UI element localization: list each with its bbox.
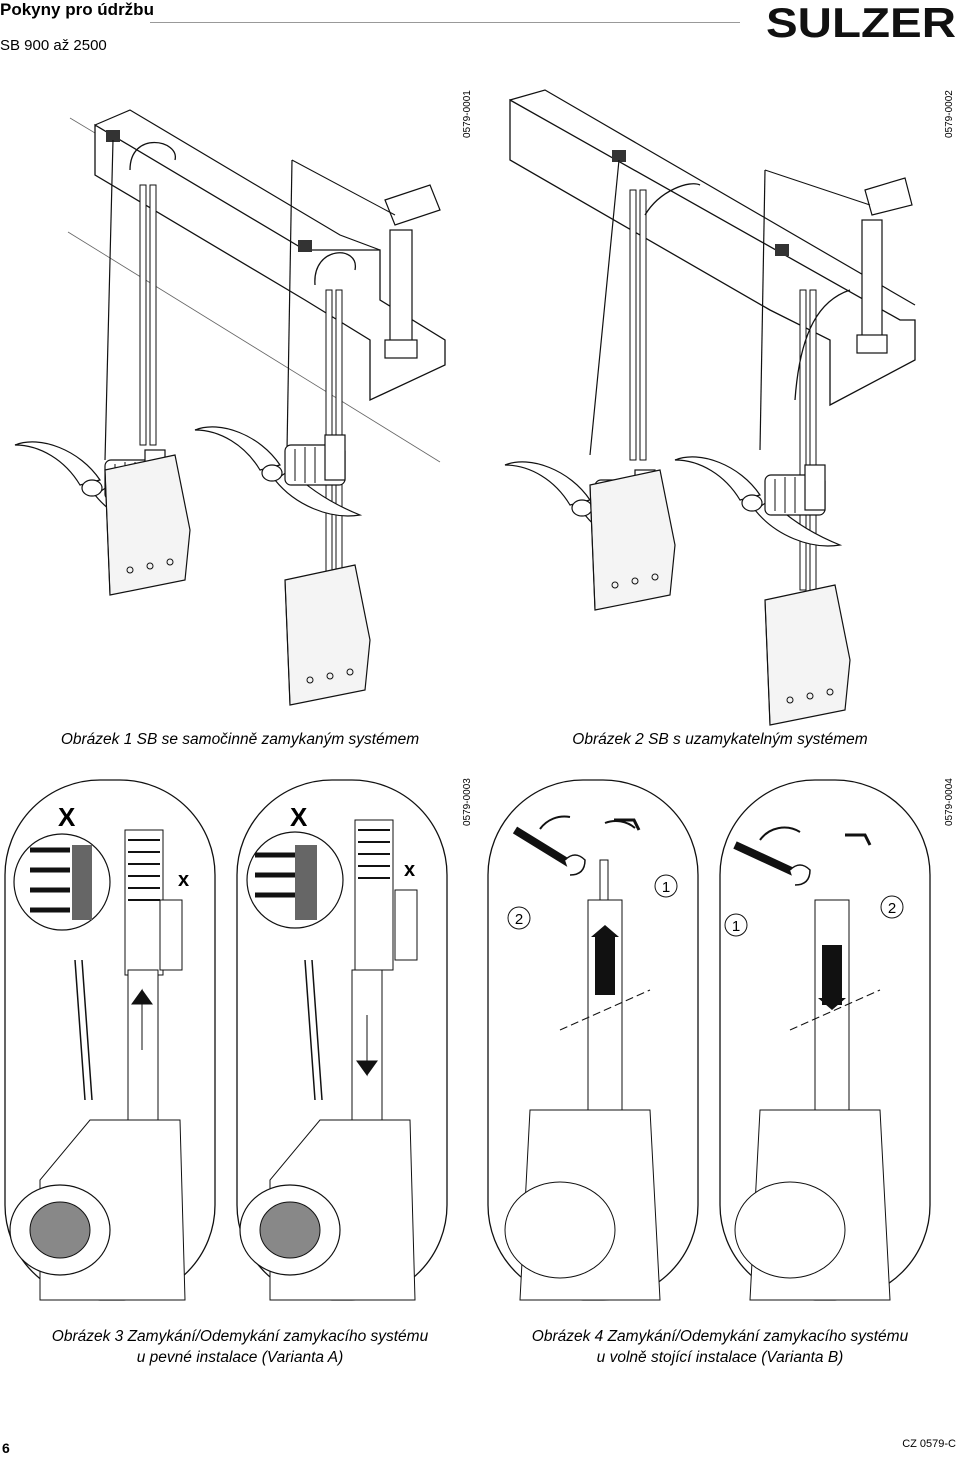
page-number: 6 bbox=[2, 1440, 10, 1456]
logo-text: SULZER bbox=[766, 4, 956, 40]
figure-1-drawing bbox=[14, 109, 446, 706]
document-code: CZ 0579-C bbox=[902, 1438, 956, 1450]
page-title: Pokyny pro údržbu bbox=[0, 0, 154, 19]
step-label-1-fig4b: 1 bbox=[732, 918, 740, 935]
figure-4-left-mechanism bbox=[504, 815, 661, 1301]
page-subtitle: SB 900 až 2500 bbox=[0, 37, 107, 54]
figure-3-left-mechanism bbox=[9, 829, 186, 1301]
step-label-1-fig4a: 1 bbox=[662, 879, 670, 896]
caption-figure-4-line2: u volně stojící instalace (Varianta B) bbox=[596, 1349, 844, 1366]
caption-figure-2: Obrázek 2 SB s uzamykatelným systémem bbox=[572, 731, 868, 748]
caption-figure-3-line2: u pevné instalace (Varianta A) bbox=[136, 1349, 344, 1366]
figure-4-right-mechanism bbox=[733, 826, 891, 1301]
label-x-big-2: X bbox=[290, 802, 308, 832]
step-label-2-fig4a: 2 bbox=[515, 911, 523, 928]
caption-figure-4-line1: Obrázek 4 Zamykání/Odemykání zamykacího … bbox=[531, 1328, 909, 1345]
figure-3-right-mechanism bbox=[239, 819, 418, 1301]
caption-figure-3-line1: Obrázek 3 Zamykání/Odemykání zamykacího … bbox=[51, 1328, 429, 1345]
caption-figure-1: Obrázek 1 SB se samočinně zamykaným syst… bbox=[60, 731, 420, 748]
label-x-big-1: X bbox=[58, 802, 76, 832]
figure-2-drawing bbox=[504, 89, 916, 726]
header-divider bbox=[150, 22, 740, 23]
label-x-small-2: x bbox=[404, 859, 415, 881]
sulzer-logo: SULZER bbox=[766, 4, 956, 40]
label-x-small-1: x bbox=[178, 869, 189, 891]
step-label-2-fig4b: 2 bbox=[888, 900, 896, 917]
